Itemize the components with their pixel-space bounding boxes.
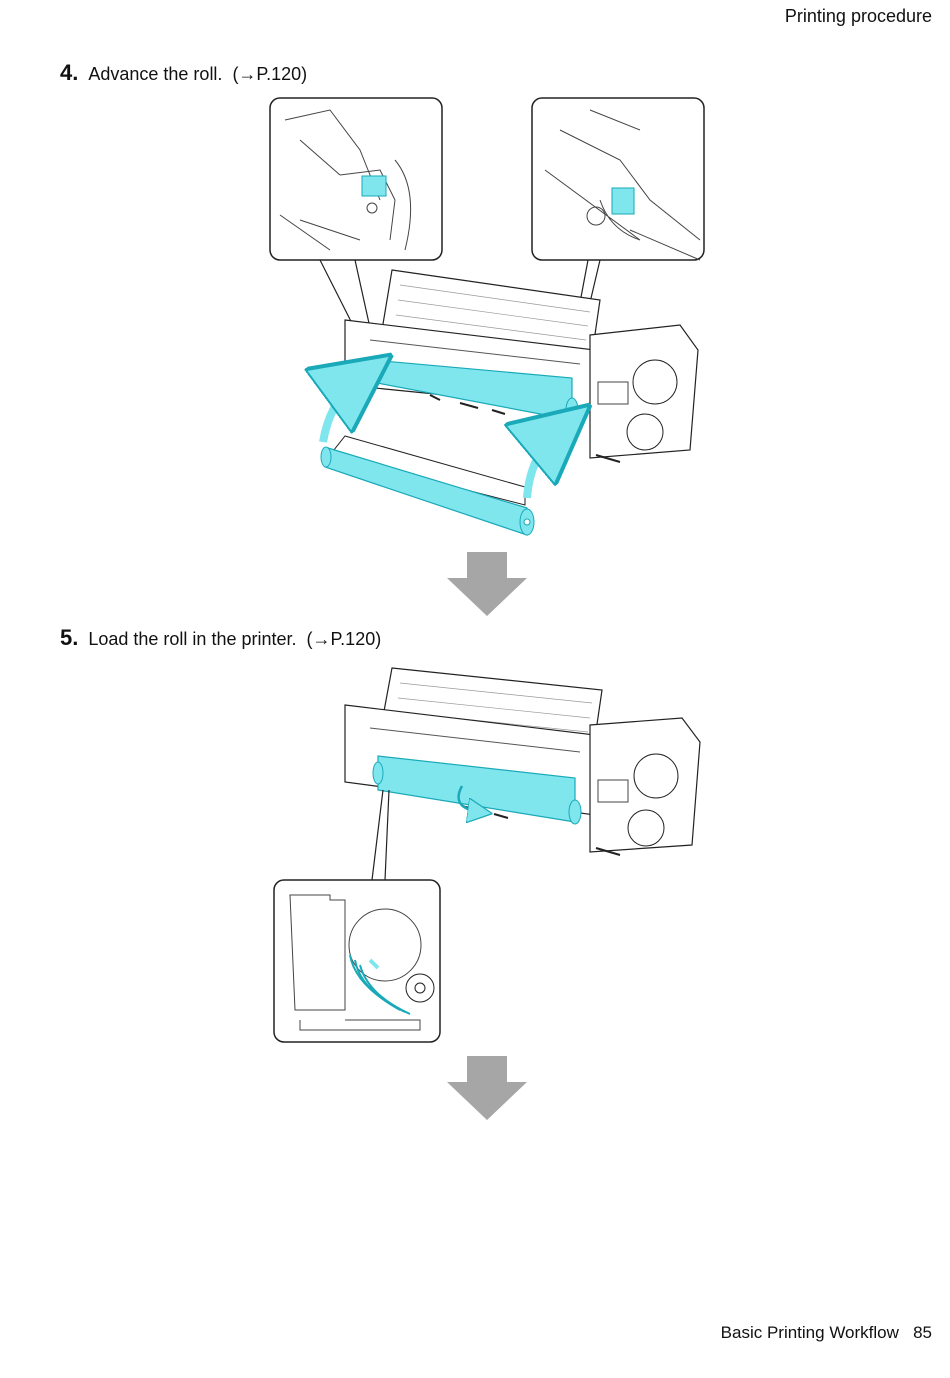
step-number: 5.	[60, 625, 79, 650]
detail-inset-right	[531, 97, 705, 261]
motion-arrows	[323, 378, 560, 499]
down-arrow-icon	[447, 1056, 527, 1120]
step-number: 4.	[60, 60, 79, 85]
step-text: Load the roll in the printer.	[88, 629, 297, 649]
page-reference: (→P.120)	[306, 629, 382, 649]
page-reference: (→P.120)	[232, 64, 308, 84]
printer-step5	[344, 667, 701, 856]
detail-inset-left	[269, 97, 443, 261]
page-footer: Basic Printing Workflow 85	[721, 1323, 932, 1343]
step-4: 4. Advance the roll. (→P.120)	[60, 60, 307, 86]
down-arrow-icon	[447, 552, 527, 616]
printer-step4	[344, 269, 699, 463]
step-text: Advance the roll.	[88, 64, 223, 84]
page-number: 85	[913, 1323, 932, 1342]
loose-roll	[320, 435, 535, 536]
page-header: Printing procedure	[784, 6, 932, 26]
detail-inset-bottom	[273, 879, 441, 1043]
step-5: 5. Load the roll in the printer. (→P.120…	[60, 625, 381, 651]
chapter-title: Basic Printing Workflow	[720, 1323, 899, 1342]
